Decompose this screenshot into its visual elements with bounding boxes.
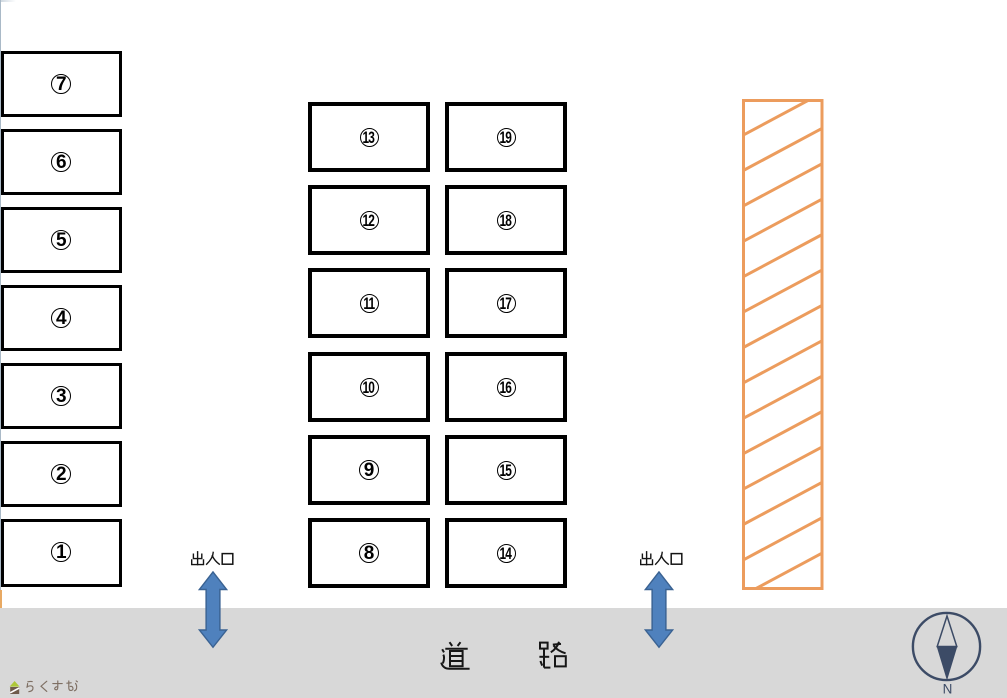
svg-text:N: N — [943, 682, 953, 697]
